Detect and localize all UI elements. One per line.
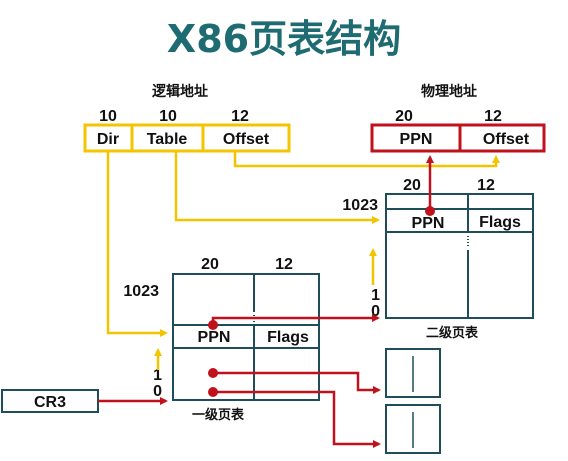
page-title: X86页表结构 bbox=[167, 17, 401, 61]
l2-table-caption: 二级页表 bbox=[426, 325, 479, 341]
l1-entry1-to-frame-arrow bbox=[208, 368, 381, 394]
page-frame-2 bbox=[385, 404, 441, 454]
l2-ppn-bits: 20 bbox=[403, 177, 421, 194]
l1-index-1: 1 bbox=[153, 367, 162, 384]
table-bits: 10 bbox=[159, 108, 177, 125]
dir-bits: 10 bbox=[99, 108, 117, 125]
page-frame-1 bbox=[385, 348, 441, 398]
l2-ppn-column: PPN bbox=[412, 215, 445, 232]
dir-field: Dir bbox=[97, 131, 119, 148]
l1-flags-column: Flags bbox=[267, 329, 309, 346]
l1-top-index: 1023 bbox=[123, 283, 159, 300]
offset-field: Offset bbox=[223, 131, 270, 148]
table-index-arrow bbox=[174, 151, 380, 224]
phys-ppn-field: PPN bbox=[400, 131, 433, 148]
table-field: Table bbox=[147, 131, 188, 148]
phys-offset-bits: 12 bbox=[484, 108, 502, 125]
l2-top-index: 1023 bbox=[342, 197, 378, 214]
phys-offset-field: Offset bbox=[483, 131, 530, 148]
offset-passthrough-arrow bbox=[233, 151, 500, 168]
dir-index-arrow bbox=[106, 151, 168, 337]
l2-ppn-to-physical-arrow bbox=[425, 155, 435, 216]
logical-address-label: 逻辑地址 bbox=[152, 83, 208, 100]
logical-address-box bbox=[83, 123, 291, 153]
offset-bits: 12 bbox=[231, 108, 249, 125]
l1-flags-bits: 12 bbox=[275, 256, 293, 273]
l2-flags-column: Flags bbox=[479, 214, 521, 231]
level1-page-table bbox=[172, 273, 320, 401]
cr3-label: CR3 bbox=[34, 394, 66, 411]
physical-address-label: 物理地址 bbox=[421, 83, 477, 100]
level2-page-table bbox=[385, 193, 534, 319]
physical-address-box bbox=[370, 123, 546, 153]
l1-ppn-column: PPN bbox=[198, 329, 231, 346]
l1-entry0-to-frame-arrow bbox=[208, 387, 381, 448]
l1-ppn-bits: 20 bbox=[201, 256, 219, 273]
l1-ppn-to-l2-arrow bbox=[208, 314, 380, 330]
l2-index-1: 1 bbox=[371, 287, 380, 304]
l1-index-0: 0 bbox=[153, 383, 162, 400]
l2-flags-bits: 12 bbox=[477, 177, 495, 194]
l1-table-caption: 一级页表 bbox=[192, 407, 245, 423]
l2-index-0: 0 bbox=[371, 303, 380, 320]
phys-ppn-bits: 20 bbox=[395, 108, 413, 125]
